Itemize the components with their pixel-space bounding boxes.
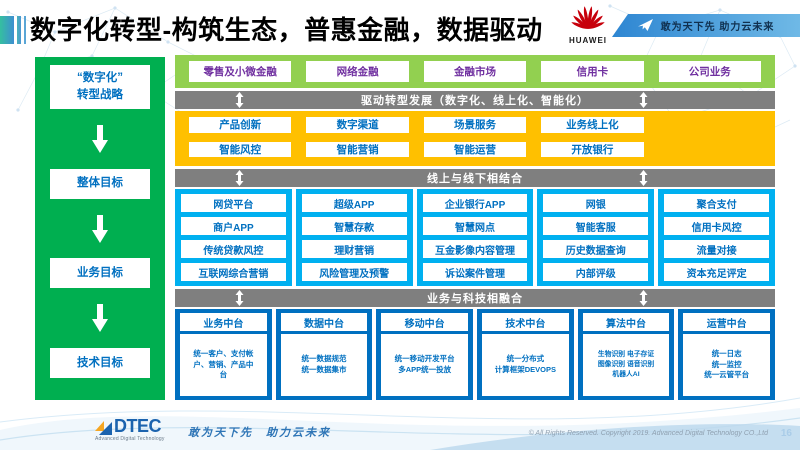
platform-section: 业务中台 统一客户、支付帐 户、营销、产品中 台 数据中台 统一数据规范 统一数… [175,309,776,400]
channel-box: 互金影像内容管理 [422,240,528,258]
capability-box: 业务线上化 [541,117,644,133]
updown-arrow-icon [235,170,244,191]
updown-arrow-icon [639,170,648,191]
dtec-subtext: Advanced Digital Technology [95,436,165,442]
channel-box: 理财营销 [301,240,407,258]
channel-column: 聚合支付 信用卡风控 流量对接 资本充足评定 [658,189,775,286]
sidebar-item-overall-goal: 整体目标 [50,168,150,199]
paper-plane-icon [637,19,653,31]
footer-slogan: 敢为天下先 助力云未来 [188,427,331,439]
channel-column: 网银 智能客服 历史数据查询 内部评级 [537,189,655,286]
segment-box: 信用卡 [541,61,644,82]
header-ribbon: 敢为天下先 助力云未来 [612,14,800,37]
capability-box: 数字渠道 [306,117,409,133]
channel-box: 网银 [543,194,649,212]
channel-box: 商户APP [181,217,286,235]
banner-drive-transformation: 驱动转型发展（数字化、线上化、智能化） [175,91,775,109]
capability-section: 产品创新 数字渠道 场景服务 业务线上化 智能风控 智能营销 智能运营 开放银行 [175,111,775,166]
strategy-sidebar: “数字化” 转型战略 整体目标 业务目标 技术目标 [35,57,165,400]
banner-online-offline: 线上与线下相结合 [175,169,775,187]
capability-empty-cell [659,117,761,133]
channel-column: 超级APP 智慧存款 理财营销 风险管理及预警 [295,189,413,286]
platform-title: 移动中台 [381,313,469,331]
platform-column: 数据中台 统一数据规范 统一数据集市 [275,309,373,400]
dtec-arrow-icon [95,421,112,435]
huawei-flower-icon [571,6,605,29]
capability-empty-cell [659,142,761,158]
dtec-logo: DTEC Advanced Digital Technology [95,417,165,442]
channel-section: 网贷平台 商户APP 传统贷款风控 互联网综合营销 超级APP 智慧存款 理财营… [175,189,775,286]
platform-column: 运营中台 统一日志 统一监控 统一云管平台 [678,309,776,400]
down-arrow-icon [92,109,108,169]
segment-box: 金融市场 [423,61,527,82]
platform-detail: 统一日志 统一监控 统一云管平台 [683,334,771,396]
channel-box: 网贷平台 [181,194,286,212]
capability-box: 智能营销 [306,141,409,157]
channel-box: 风险管理及预警 [301,263,407,281]
capability-box: 产品创新 [189,117,292,133]
channel-box: 超级APP [301,194,407,212]
platform-title: 数据中台 [280,313,368,331]
channel-box: 智慧网点 [422,217,528,235]
sidebar-item-tech-goal: 技术目标 [50,348,150,379]
sidebar-item-business-goal: 业务目标 [50,258,150,289]
platform-column: 业务中台 统一客户、支付帐 户、营销、产品中 台 [175,309,272,400]
channel-box: 历史数据查询 [543,240,649,258]
segment-box: 零售及小微金融 [189,61,292,82]
banner-label: 业务与科技相融合 [427,293,523,305]
platform-detail: 统一客户、支付帐 户、营销、产品中 台 [180,334,267,396]
segment-box: 公司业务 [658,61,761,82]
banner-tech-fusion: 业务与科技相融合 [175,289,775,307]
channel-column: 网贷平台 商户APP 传统贷款风控 互联网综合营销 [175,189,292,286]
channel-box: 智慧存款 [301,217,407,235]
page-title: 数字化转型-构筑生态，普惠金融，数据驱动 [30,15,543,45]
page-number: 16 [780,428,792,439]
huawei-wordmark: HUAWEI [569,36,607,45]
footer-copyright: © All Rights Reserved. Copyright 2019. A… [528,430,768,437]
platform-detail: 生物识别 电子存证 图像识别 语音识别 机器人AI [582,334,670,396]
channel-box: 聚合支付 [664,194,769,212]
ribbon-slogan: 敢为天下先 助力云未来 [660,22,775,33]
huawei-logo: HUAWEI [566,4,610,45]
platform-column: 技术中台 统一分布式 计算框架DEVOPS [477,309,574,400]
updown-arrow-icon [639,92,648,113]
channel-box: 互联网综合营销 [181,263,286,281]
title-accent-bars-icon [0,16,26,44]
channel-box: 诉讼案件管理 [422,263,528,281]
updown-arrow-icon [639,290,648,311]
platform-title: 运营中台 [683,313,771,331]
platform-column: 移动中台 统一移动开发平台 多APP统一投放 [376,309,474,400]
capability-box: 智能风控 [189,141,292,157]
platform-detail: 统一分布式 计算框架DEVOPS [482,334,569,396]
banner-label: 线上与线下相结合 [427,173,523,185]
platform-detail: 统一数据规范 统一数据集市 [280,334,368,396]
platform-title: 算法中台 [582,313,670,331]
channel-column: 企业银行APP 智慧网点 互金影像内容管理 诉讼案件管理 [416,189,534,286]
updown-arrow-icon [235,92,244,113]
updown-arrow-icon [235,290,244,311]
banner-label: 驱动转型发展（数字化、线上化、智能化） [361,95,589,107]
capability-box: 场景服务 [423,117,527,133]
channel-box: 企业银行APP [422,194,528,212]
capability-box: 智能运营 [423,141,527,157]
down-arrow-icon [92,199,108,259]
channel-box: 流量对接 [664,240,769,258]
platform-detail: 统一移动开发平台 多APP统一投放 [381,334,469,396]
capability-box: 开放银行 [541,141,644,157]
main-panel: 零售及小微金融 网络金融 金融市场 信用卡 公司业务 驱动转型发展（数字化、线上… [175,55,776,400]
channel-box: 资本充足评定 [664,263,769,281]
down-arrow-icon [92,288,108,348]
business-segments-row: 零售及小微金融 网络金融 金融市场 信用卡 公司业务 [175,55,775,88]
sidebar-item-strategy: “数字化” 转型战略 [50,65,150,109]
channel-box: 传统贷款风控 [181,240,286,258]
channel-box: 智能客服 [543,217,649,235]
segment-box: 网络金融 [306,61,409,82]
platform-title: 技术中台 [482,313,569,331]
channel-box: 信用卡风控 [664,217,769,235]
dtec-wordmark: DTEC [114,416,162,436]
channel-box: 内部评级 [543,263,649,281]
platform-title: 业务中台 [180,313,267,331]
platform-column: 算法中台 生物识别 电子存证 图像识别 语音识别 机器人AI [577,309,675,400]
